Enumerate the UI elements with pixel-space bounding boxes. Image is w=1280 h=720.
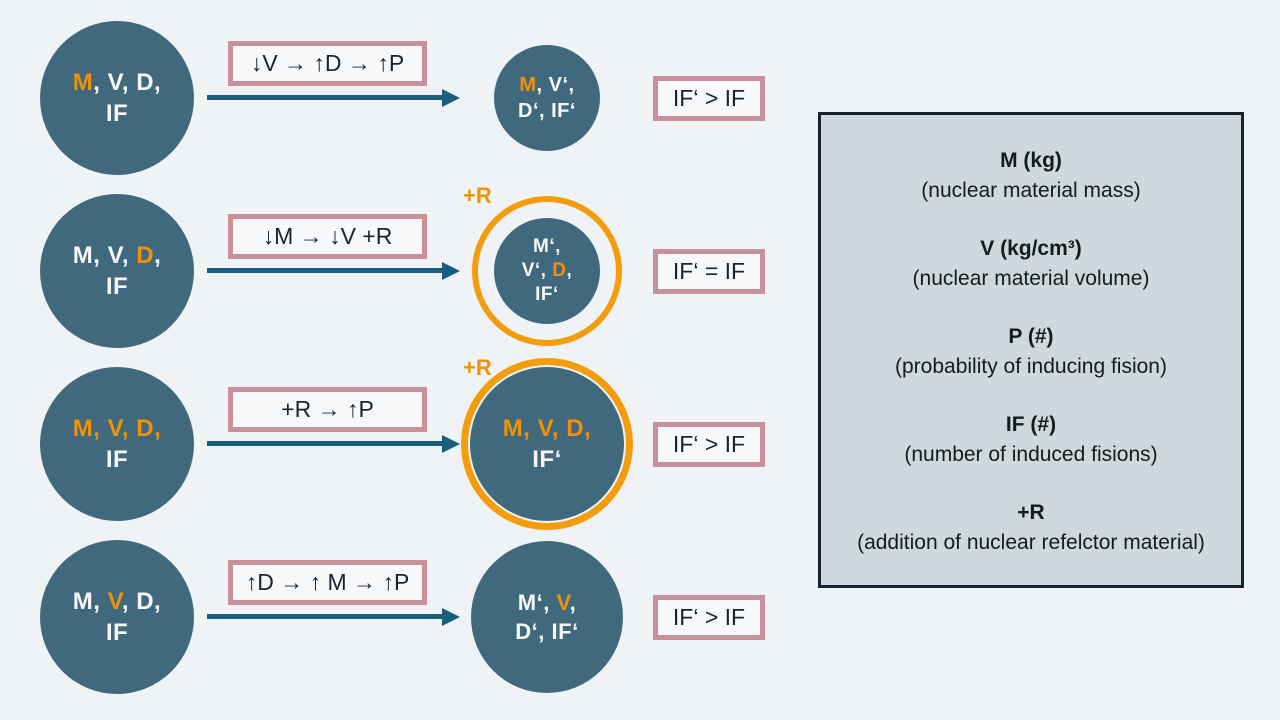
arrow-head-icon bbox=[442, 262, 460, 280]
legend-term: IF (#) bbox=[1005, 413, 1057, 436]
legend-definition: (probability of inducing fision) bbox=[895, 355, 1167, 378]
initial-sphere-row3: M, V, D,IF bbox=[40, 367, 194, 521]
transition-label-row3: +R → ↑P bbox=[228, 387, 427, 432]
reflector-ring-row2: M‘,V‘, D,IF‘ bbox=[472, 196, 622, 346]
result-sphere-row4: M‘, V,D‘, IF‘ bbox=[471, 541, 623, 693]
transition-arrow-row3 bbox=[207, 441, 444, 446]
legend-definition: (addition of nuclear refelctor material) bbox=[857, 531, 1205, 554]
initial-sphere-row1: M, V, D,IF bbox=[40, 21, 194, 175]
initial-sphere-row2: M, V, D,IF bbox=[40, 194, 194, 348]
result-sphere-row1: M, V‘,D‘, IF‘ bbox=[494, 45, 600, 151]
legend-entry-mass: M (kg) (nuclear material mass) bbox=[821, 146, 1241, 206]
result-text: IF‘ > IF bbox=[672, 604, 746, 630]
transition-label-text: ↑D → ↑ M → ↑P bbox=[245, 569, 410, 595]
initial-sphere-row4: M, V, D,IF bbox=[40, 540, 194, 694]
legend-box: M (kg) (nuclear material mass) V (kg/cm³… bbox=[818, 112, 1244, 588]
legend-term: +R bbox=[1017, 501, 1045, 524]
result-box-row2: IF‘ = IF bbox=[653, 249, 765, 294]
result-box-row1: IF‘ > IF bbox=[653, 76, 765, 121]
arrow-head-icon bbox=[442, 608, 460, 626]
transition-arrow-row2 bbox=[207, 268, 444, 273]
result-sphere-row3: M, V, D,IF‘ bbox=[470, 367, 624, 521]
transition-arrow-row4 bbox=[207, 614, 444, 619]
legend-definition: (nuclear material volume) bbox=[912, 267, 1150, 290]
transition-label-row4: ↑D → ↑ M → ↑P bbox=[228, 560, 427, 605]
legend-definition: (number of induced fisions) bbox=[904, 443, 1158, 466]
transition-label-text: +R → ↑P bbox=[281, 396, 374, 422]
transition-arrow-row1 bbox=[207, 95, 444, 100]
legend-term: M (kg) bbox=[1000, 149, 1062, 172]
arrow-head-icon bbox=[442, 435, 460, 453]
legend-entry-reflector: +R (addition of nuclear refelctor materi… bbox=[821, 498, 1241, 558]
transition-label-row2: ↓M → ↓V +R bbox=[228, 214, 427, 259]
legend-term: P (#) bbox=[1008, 325, 1054, 348]
legend-entry-induced-fissions: IF (#) (number of induced fisions) bbox=[821, 410, 1241, 470]
result-box-row3: IF‘ > IF bbox=[653, 422, 765, 467]
legend-definition: (nuclear material mass) bbox=[921, 179, 1141, 202]
legend-entry-volume: V (kg/cm³) (nuclear material volume) bbox=[821, 234, 1241, 294]
transition-label-text: ↓M → ↓V +R bbox=[262, 223, 393, 249]
transition-label-text: ↓V → ↑D → ↑P bbox=[250, 50, 405, 76]
reflector-ring-row3: M, V, D,IF‘ bbox=[461, 358, 633, 530]
reflector-label-row3: +R bbox=[463, 355, 492, 380]
result-text: IF‘ > IF bbox=[672, 431, 746, 457]
result-text: IF‘ > IF bbox=[672, 85, 746, 111]
result-sphere-row2: M‘,V‘, D,IF‘ bbox=[494, 218, 600, 324]
legend-term: V (kg/cm³) bbox=[980, 237, 1082, 260]
result-text: IF‘ = IF bbox=[672, 258, 746, 284]
legend-entry-probability: P (#) (probability of inducing fision) bbox=[821, 322, 1241, 382]
result-box-row4: IF‘ > IF bbox=[653, 595, 765, 640]
transition-label-row1: ↓V → ↑D → ↑P bbox=[228, 41, 427, 86]
arrow-head-icon bbox=[442, 89, 460, 107]
reflector-label-row2: +R bbox=[463, 183, 492, 208]
